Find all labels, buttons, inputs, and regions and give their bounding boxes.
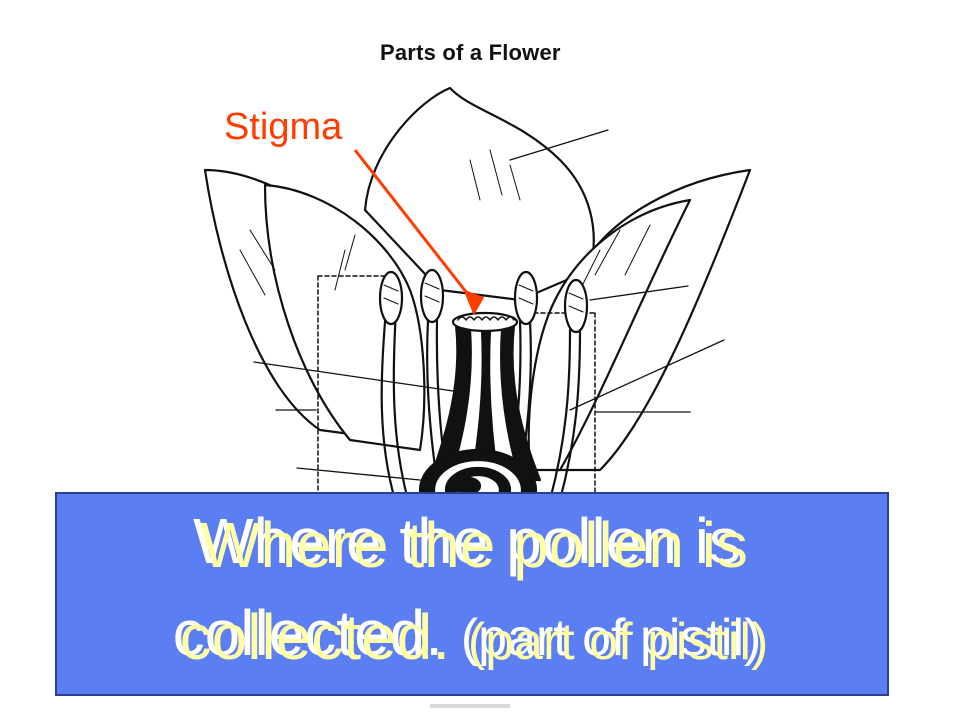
- anther-4: [563, 278, 589, 334]
- leader-line-3: [569, 339, 725, 411]
- dashed-box: [317, 275, 596, 521]
- diagram-title: Parts of a Flower: [380, 40, 561, 65]
- caption-line2-shadow: collected. (part of pistil): [172, 597, 762, 669]
- stigma-arrow-head: [463, 289, 485, 316]
- anther-3: [513, 270, 539, 326]
- leader-line-2: [589, 285, 689, 301]
- leader-line-4: [253, 361, 461, 393]
- footer-smudge: [430, 704, 510, 708]
- caption-box: Where the pollen is Where the pollen is …: [55, 492, 889, 696]
- petal-right-inner: [527, 198, 692, 472]
- caption-line2: collected. (part of pistil): [57, 600, 891, 674]
- anther-1: [378, 270, 404, 326]
- caption-line2-main: collected.: [179, 601, 451, 673]
- stamen-filament-4: [548, 328, 572, 502]
- leader-line-1: [509, 129, 609, 161]
- caption-line1: Where the pollen is: [200, 509, 748, 581]
- petal-back: [363, 86, 595, 302]
- stigma-label: Stigma: [224, 106, 343, 148]
- caption-line1-shadow: Where the pollen is: [193, 505, 741, 577]
- stigma-arrow-line: [353, 149, 476, 303]
- petal-left-inner: [263, 183, 426, 452]
- stamen-filament-1: [380, 308, 397, 502]
- anther-2: [419, 268, 445, 324]
- stigma-shape: [451, 311, 519, 333]
- leader-line-7: [296, 467, 421, 481]
- caption-line2-paren: (part of pistil): [467, 613, 769, 671]
